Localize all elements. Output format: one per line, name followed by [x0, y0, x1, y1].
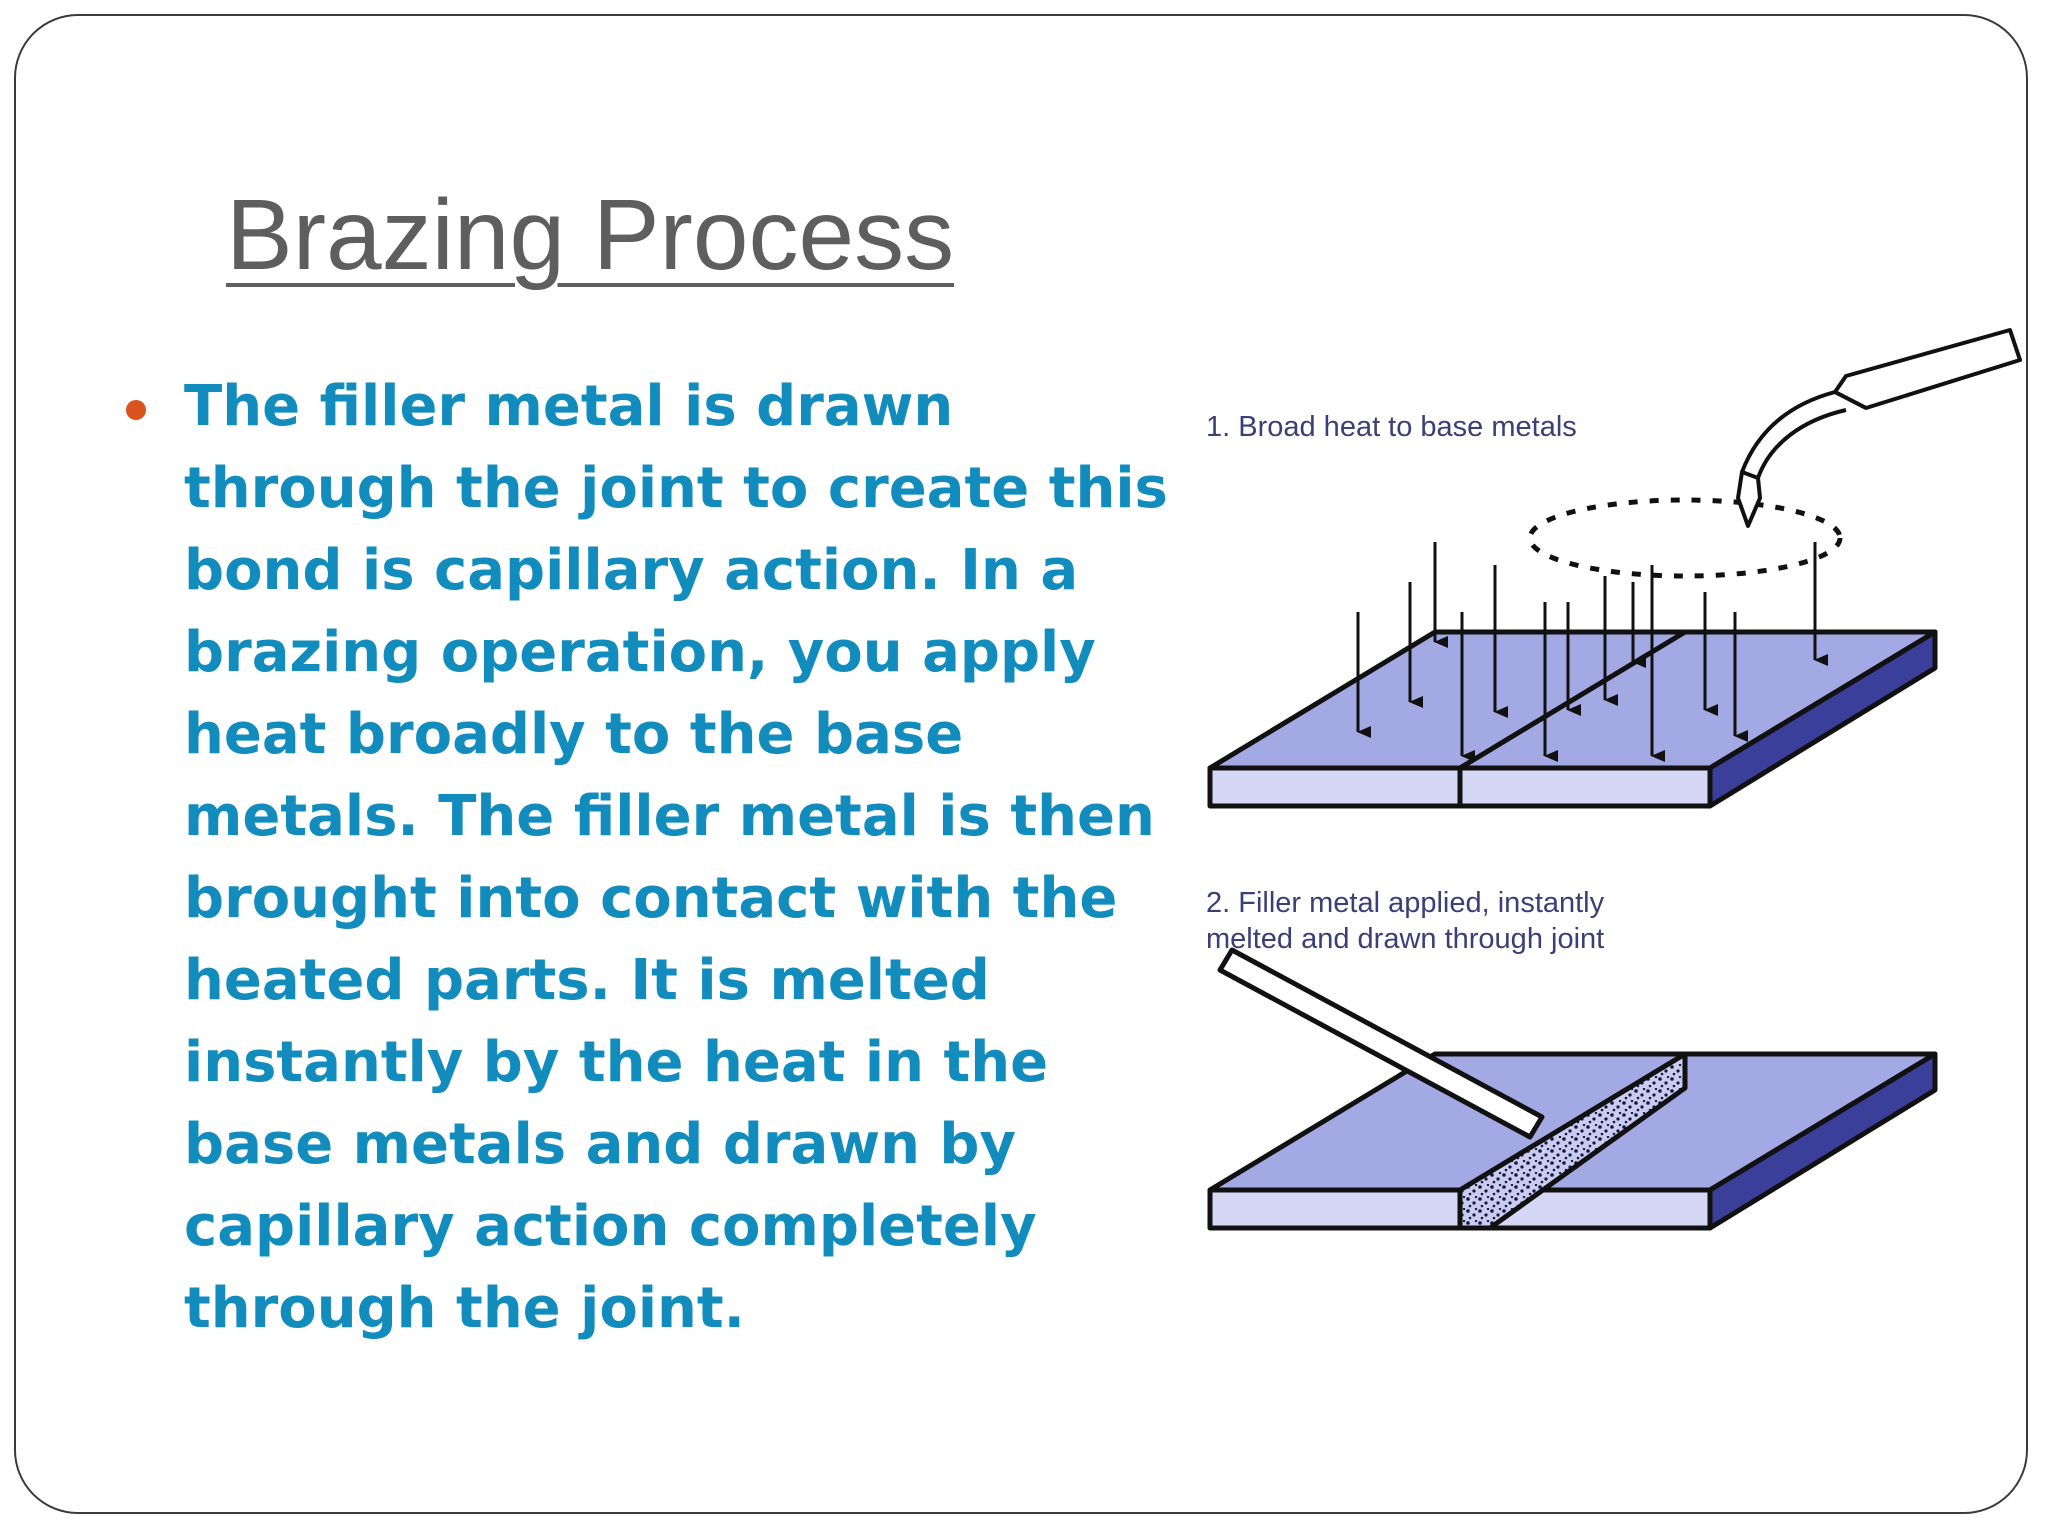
step2-caption-line1: 2. Filler metal applied, instantly: [1206, 887, 1605, 919]
heat-ring: [1527, 497, 1843, 579]
heat-arrows: [1356, 542, 1828, 762]
step2-plates: [1207, 1051, 1938, 1231]
slide-title: Brazing Process: [226, 179, 955, 291]
torch-icon: [1736, 328, 2022, 528]
filler-rod: [1217, 947, 1545, 1140]
step1-caption: 1. Broad heat to base metals: [1206, 411, 1577, 443]
bullet-text: The filler metal is drawn through the jo…: [184, 374, 1168, 1341]
bullet-dot: [126, 400, 146, 420]
step2-caption-line2: melted and drawn through joint: [1206, 923, 1604, 955]
step1-plates: [1207, 629, 1938, 809]
brazing-diagram: 1. Broad heat to base metals 2. Filler m…: [1206, 328, 2022, 1231]
